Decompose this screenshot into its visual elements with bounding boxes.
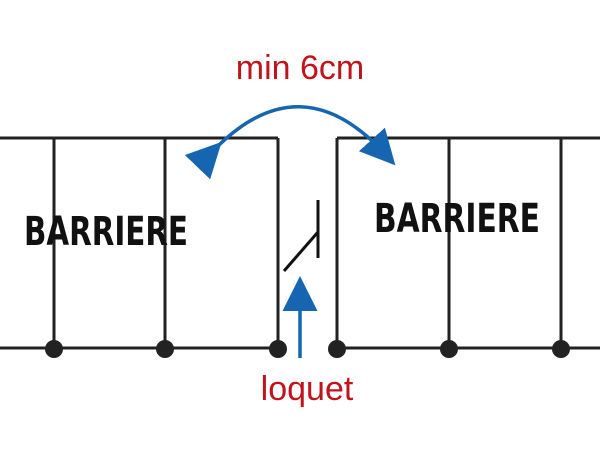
latch-symbol	[282, 200, 320, 272]
left-barrier-foot-3	[269, 340, 287, 358]
latch-label: loquet	[261, 370, 354, 408]
left-barrier: BARRIERE	[0, 136, 287, 358]
right-barrier-foot-2	[440, 340, 458, 358]
gap-label: min 6cm	[236, 49, 364, 87]
right-barrier-foot-3	[552, 340, 570, 358]
left-barrier-foot-1	[45, 340, 63, 358]
left-barrier-foot-2	[156, 340, 174, 358]
gap-double-arrow	[184, 105, 396, 180]
right-barrier: BARRIERE	[328, 136, 600, 358]
latch-bar	[282, 231, 320, 272]
right-barrier-label: BARRIERE	[374, 196, 540, 242]
left-barrier-label: BARRIERE	[24, 209, 188, 255]
right-barrier-foot-1	[328, 340, 346, 358]
